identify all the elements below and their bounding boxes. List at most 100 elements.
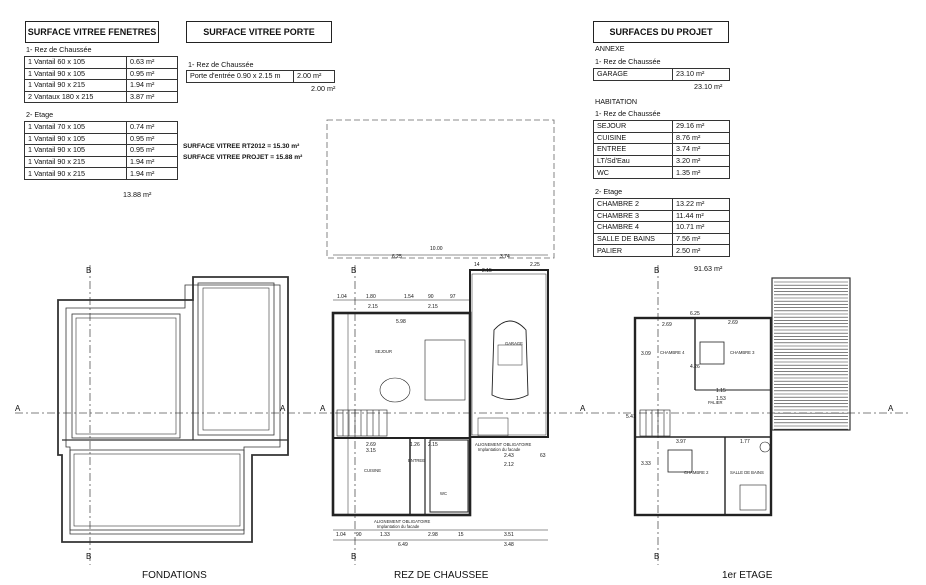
projet-value: 13.22 m²: [672, 198, 730, 211]
axis-b-label: B: [654, 266, 660, 275]
axis-b-label: B: [86, 552, 92, 561]
rdc-dim: 2.69: [366, 442, 376, 448]
projet-etage-section: 2- Etage: [595, 187, 623, 196]
surface-projet: SURFACE VITREE PROJET = 15.88 m²: [183, 154, 303, 161]
porte-title: SURFACE VITREE PORTE: [186, 21, 332, 43]
etage-plan: [633, 316, 773, 517]
axis-a-label: A: [580, 404, 586, 413]
fenetre-item: 1 Vantail 90 x 215: [24, 167, 127, 180]
axis-a-label-left: A: [15, 404, 21, 413]
axis-b-label: B: [654, 552, 660, 561]
etage-dim: 2.69: [728, 320, 738, 326]
fenetre-item: 1 Vantail 70 x 105: [24, 121, 127, 134]
fenetre-value: 1.94 m²: [126, 79, 178, 92]
rdc-dim: 5.98: [396, 319, 406, 325]
etage-dim: 4.26: [690, 364, 700, 370]
projet-annexe-total: 23.10 m²: [694, 82, 723, 91]
rdc-dim: 14: [474, 262, 480, 268]
fenetre-item: 1 Vantail 90 x 105: [24, 144, 127, 157]
projet-item: GARAGE: [593, 68, 673, 81]
axis-a-label-right: A: [888, 404, 894, 413]
rdc-dim: 2.43: [504, 453, 514, 459]
room-label: SALLE DE BAINS: [730, 470, 764, 475]
room-label: WC: [440, 491, 447, 496]
etage-dim: 3.33: [641, 461, 651, 467]
projet-value: 23.10 m²: [672, 68, 730, 81]
etage-dim: 3.97: [676, 439, 686, 445]
rdc-dim: 1.04: [336, 532, 346, 538]
room-label: ALIGNEMENT OBLIGATOIRE: [374, 519, 431, 524]
etage-dim: 3.09: [641, 351, 651, 357]
room-label: ENTREE: [408, 458, 425, 463]
projet-value: 3.74 m²: [672, 143, 730, 156]
axis-b-label: B: [351, 266, 357, 275]
rdc-room-labels: SEJOUR GARAGE ENTREE CUISINE WC ALIGNEME…: [364, 341, 532, 529]
projet-habitation-label: HABITATION: [595, 97, 638, 106]
projet-item: CHAMBRE 2: [593, 198, 673, 211]
room-label: Implantation du facade: [377, 524, 420, 529]
rdc-dim: 10.00: [430, 246, 443, 252]
projet-value: 2.50 m²: [672, 244, 730, 257]
rdc-dim: 97: [450, 294, 456, 300]
rdc-dim: 6.49: [398, 542, 408, 548]
porte-value: 2.00 m²: [293, 70, 335, 83]
rdc-dim: 3.15: [366, 448, 376, 454]
rdc-dim: 1.80: [366, 294, 376, 300]
projet-annexe-section: 1- Rez de Chaussée: [595, 57, 661, 66]
axis-a-label: A: [320, 404, 326, 413]
rdc-dim: 1.54: [404, 294, 414, 300]
room-label: SEJOUR: [375, 349, 392, 354]
fenetre-value: 1.94 m²: [126, 167, 178, 180]
axis-a-label: A: [280, 404, 286, 413]
projet-total: 91.63 m²: [694, 264, 723, 273]
room-label: ALIGNEMENT OBLIGATOIRE: [475, 442, 532, 447]
garage-roof: [771, 277, 851, 431]
fondations-plan: [57, 276, 289, 543]
fenetres-title: SURFACE VITREE FENETRES: [25, 21, 159, 43]
room-label: CUISINE: [364, 468, 381, 473]
room-label: PALIER: [708, 400, 723, 405]
rdc-dim: 2.25: [530, 262, 540, 268]
projet-value: 1.35 m²: [672, 166, 730, 179]
room-label: Implantation du facade: [478, 447, 521, 452]
rdc-dim: 3.48: [504, 542, 514, 548]
etage-dim: 1.77: [740, 439, 750, 445]
projet-item: CHAMBRE 3: [593, 209, 673, 223]
rdc-dim: 1.26: [410, 442, 420, 448]
projet-item: SEJOUR: [593, 120, 673, 133]
rdc-dim: 63: [540, 453, 546, 459]
rdc-dim: 2.12: [504, 462, 514, 468]
fenetre-item: 1 Vantail 90 x 215: [24, 155, 127, 169]
rdc-dim: 1.04: [337, 294, 347, 300]
etage-room-labels: CHAMBRE 4 CHAMBRE 3 PALIER CHAMBRE 2 SAL…: [660, 350, 764, 475]
rdc-dim: 1.33: [380, 532, 390, 538]
fenetre-value: 0.95 m²: [126, 132, 178, 146]
room-label: CHAMBRE 3: [730, 350, 755, 355]
porte-section: 1- Rez de Chaussée: [188, 60, 254, 69]
caption-etage: 1er ETAGE: [722, 570, 773, 581]
caption-fondations: FONDATIONS: [142, 570, 207, 581]
fenetre-value: 0.95 m²: [126, 144, 178, 157]
projet-item: PALIER: [593, 244, 673, 257]
projet-title: SURFACES DU PROJET: [593, 21, 729, 43]
projet-annexe-label: ANNEXE: [595, 44, 625, 53]
rdc-dim: 90: [356, 532, 362, 538]
